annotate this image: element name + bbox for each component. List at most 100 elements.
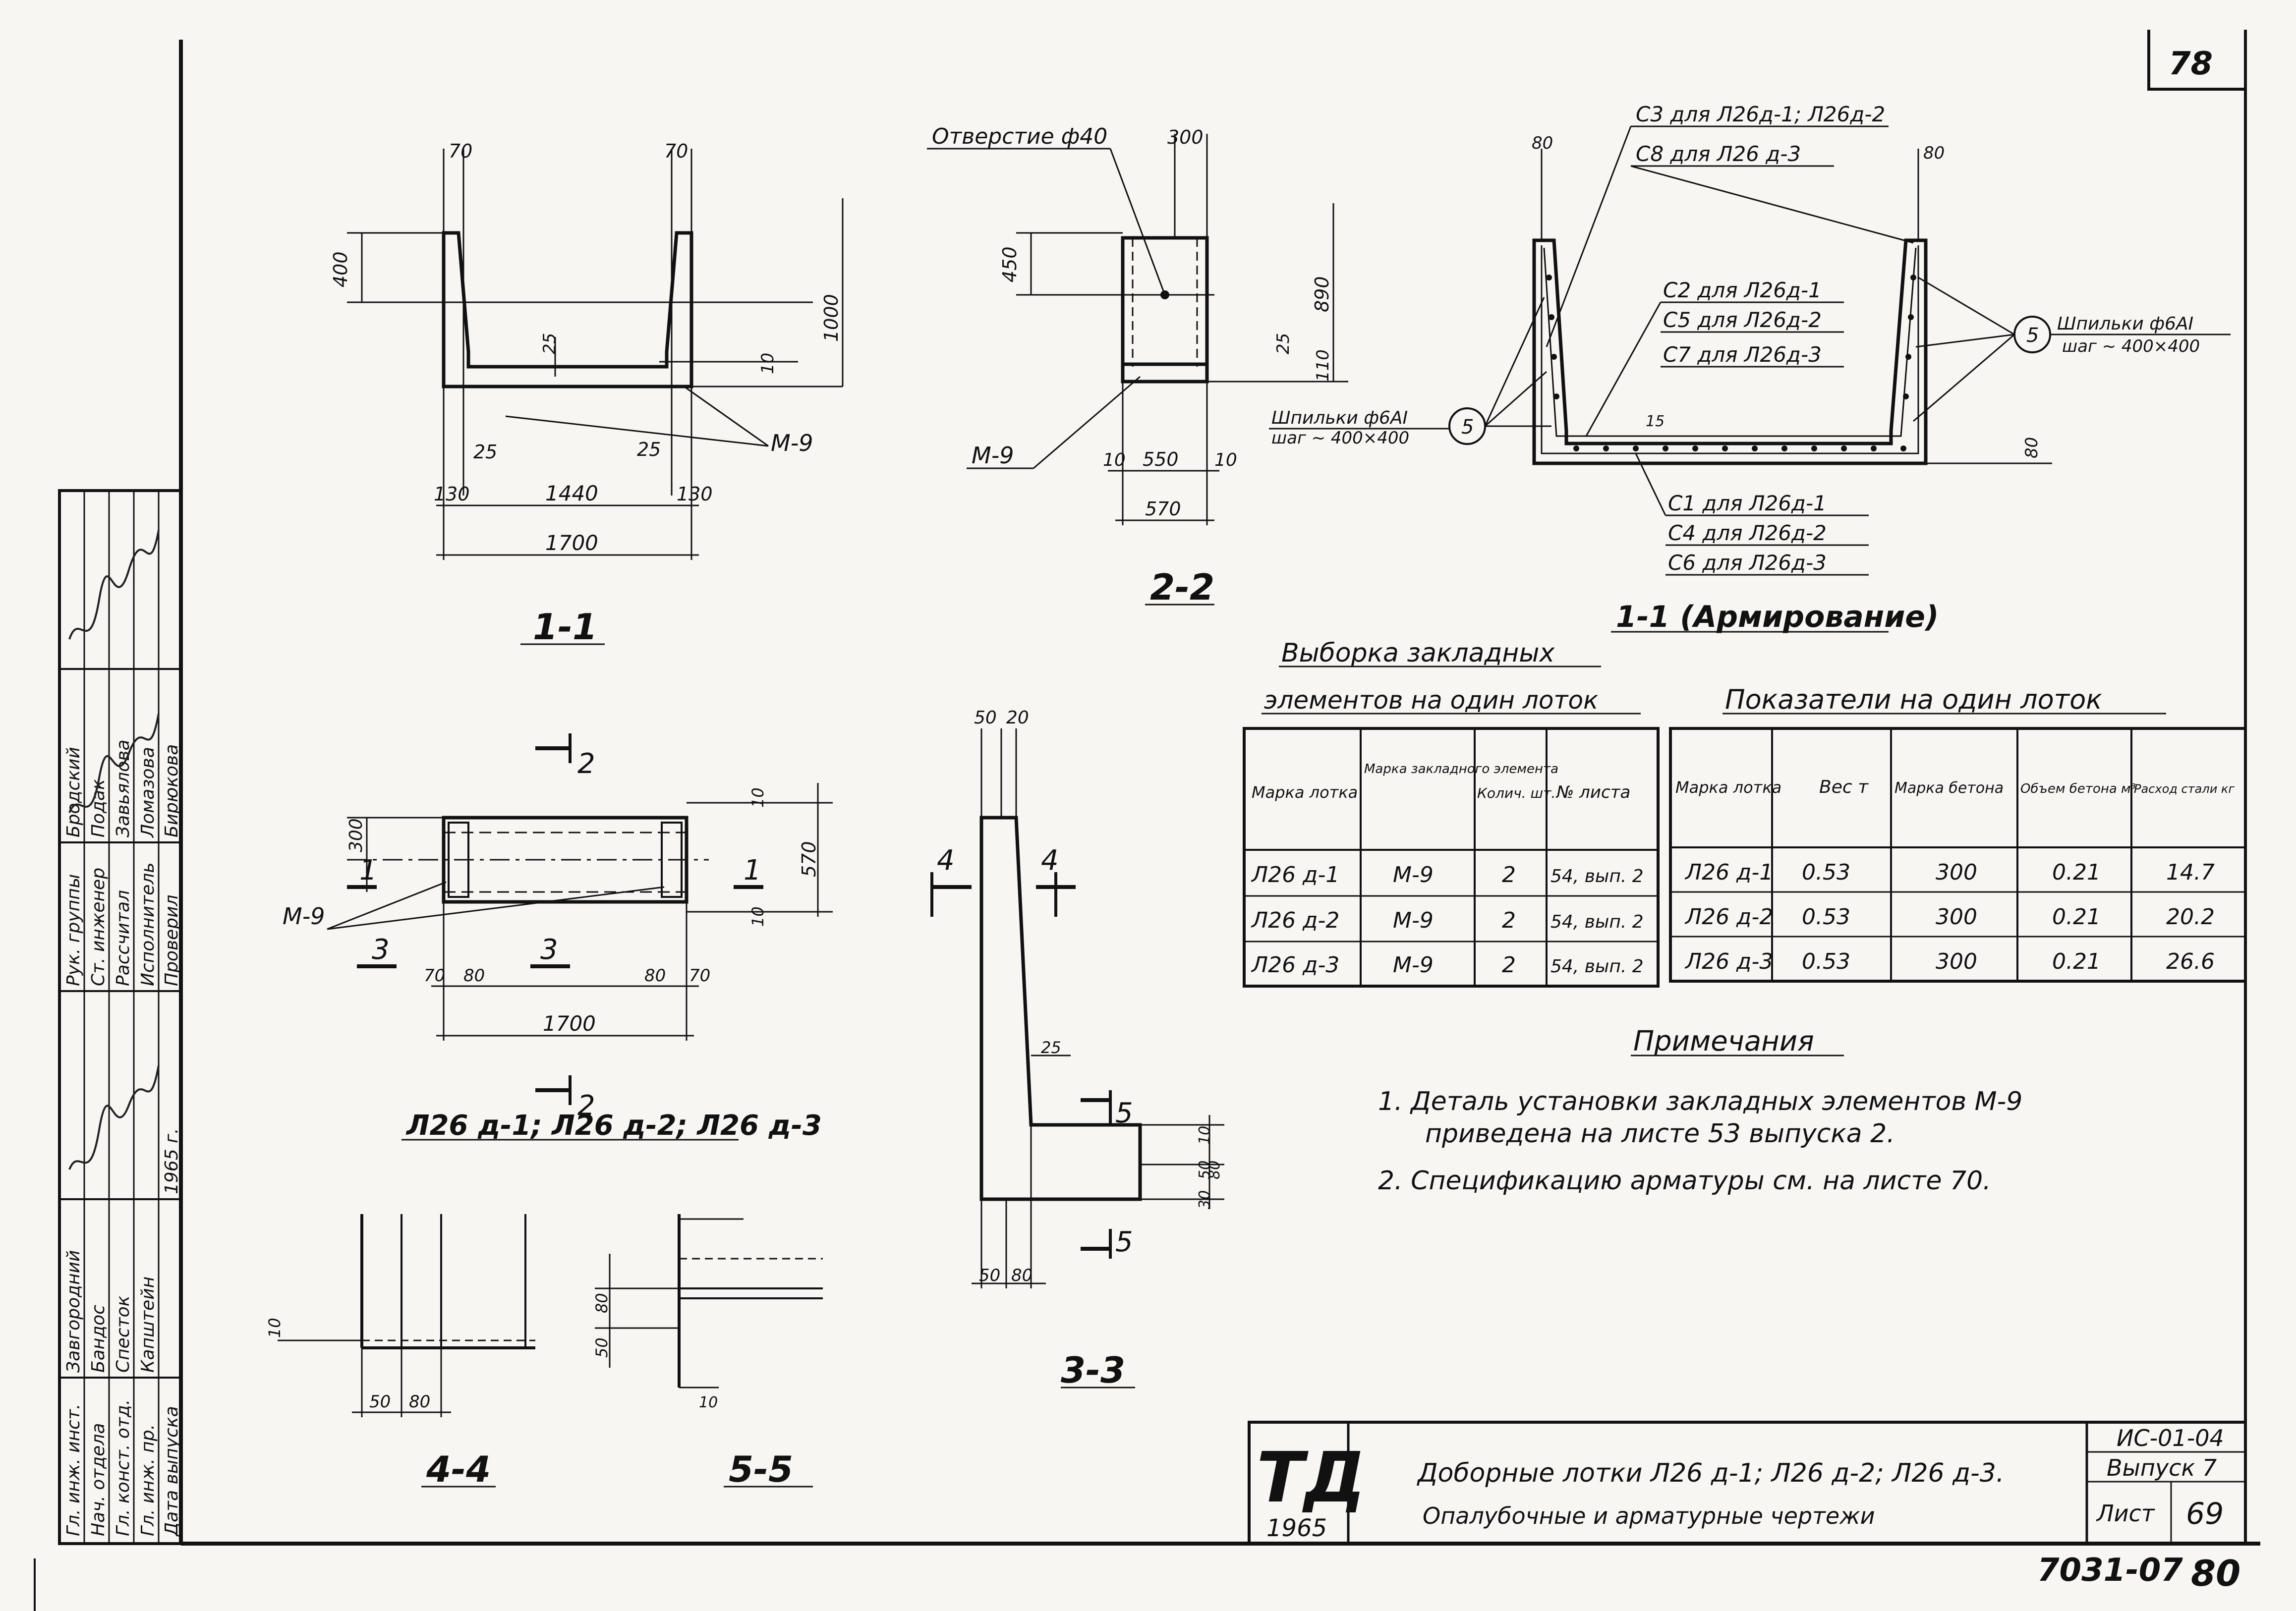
- stamp-name: Ломазова: [138, 747, 158, 838]
- dim-label: 300: [346, 818, 366, 852]
- section-4-4-labels: 10 50 80 4-4: [265, 1318, 491, 1490]
- embedded-mark: М-9: [283, 903, 325, 930]
- section-caption: 4-4: [426, 1448, 491, 1490]
- stamp-role: Нач. отдела: [88, 1423, 109, 1536]
- table-header: Марка закладного элемента: [1364, 762, 1558, 777]
- table-cell: Л26 д-3: [1684, 949, 1773, 974]
- dim-label: 10: [1214, 450, 1237, 470]
- table-header: Марка бетона: [1894, 779, 2004, 797]
- sheet-label: Лист: [2096, 1500, 2155, 1527]
- table-cell: 20.2: [2166, 904, 2215, 930]
- dim-label: 25: [637, 439, 661, 460]
- stamp-person: Спесток: [113, 1295, 133, 1373]
- table-cell: 0.21: [2052, 860, 2101, 885]
- stamp-person: Завгородний: [63, 1250, 84, 1373]
- dim-label: 1700: [545, 531, 598, 555]
- dim-label: 1000: [820, 294, 842, 342]
- rebar-label: С5 для Л26д-2: [1663, 308, 1822, 332]
- dim-label: 25: [473, 441, 497, 463]
- section-caption: 2-2: [1150, 566, 1214, 608]
- indicators-table-text: Показатели на один лоток Марка лотка Вес…: [1675, 684, 2235, 974]
- embedded-table: [1243, 666, 1660, 988]
- stamp-role2: Рук. группы: [63, 874, 84, 986]
- table-title: Показатели на один лоток: [1725, 684, 2102, 715]
- cut-mark: 3: [540, 934, 558, 966]
- table-cell: 54, вып. 2: [1550, 912, 1644, 932]
- section-3-3-labels: 50 20 25 10 50 80 30 50 80 4 4 5 5 3-3: [937, 708, 1223, 1391]
- note-line: приведена на листе 53 выпуска 2.: [1425, 1119, 1895, 1149]
- stamp-block: [58, 489, 182, 1545]
- stamp-name: Бирюкова: [162, 744, 182, 837]
- dim-label: 50: [369, 1392, 391, 1412]
- table-cell: 2: [1502, 952, 1516, 978]
- section-2-2: [927, 134, 1348, 606]
- dim-label: 70: [424, 966, 445, 986]
- hole-label: Отверстие ф40: [932, 124, 1107, 149]
- sheet-number: 69: [2186, 1497, 2224, 1531]
- pin-step: шаг ~ 400×400: [1271, 428, 1409, 448]
- rebar-label: С2 для Л26д-1: [1663, 278, 1822, 302]
- table-header: № листа: [1555, 782, 1630, 802]
- table-cell: М-9: [1393, 952, 1434, 978]
- dim-label: 10: [265, 1318, 284, 1338]
- indicators-table: [1669, 713, 2247, 983]
- pin-label: Шпильки ф6АI: [2057, 314, 2193, 334]
- table-cell: 54, вып. 2: [1550, 866, 1644, 887]
- section-5-5: [595, 1214, 823, 1488]
- dim-label: 80: [2022, 437, 2042, 458]
- table-header: Колич. шт.: [1477, 785, 1555, 801]
- table-cell: Л26 д-1: [1251, 862, 1339, 888]
- stamp-role2: Ст. инженер: [88, 868, 109, 986]
- notes-title: Примечания: [1633, 1025, 1814, 1057]
- stamp-text: Гл. инж. инст. Нач. отдела Гл. конст. от…: [63, 739, 182, 1537]
- stamp-role: Гл. конст. отд.: [113, 1399, 133, 1536]
- rebar-label: С3 для Л26д-1; Л26д-2: [1636, 102, 1885, 126]
- dim-label: 80: [463, 966, 485, 986]
- embedded-table-text: Выборка закладных элементов на один лото…: [1251, 638, 1644, 978]
- cut-mark: 4: [1041, 844, 1059, 877]
- bottom-code: 7031-07: [2037, 1552, 2183, 1589]
- logo: ТД: [1257, 1438, 1366, 1518]
- cut-mark: 2: [577, 1090, 595, 1122]
- plan-view: [327, 733, 833, 1141]
- stamp-person: 1965 г.: [162, 1128, 182, 1194]
- dim-label: 570: [798, 841, 820, 877]
- table-cell: 26.6: [2166, 949, 2215, 974]
- note-line: 2. Спецификацию арматуры см. на листе 70…: [1378, 1166, 1991, 1196]
- dim-label: 1440: [545, 481, 598, 505]
- stamp-role: Гл. инж. инст.: [63, 1404, 84, 1536]
- stamp-person: Бандос: [88, 1305, 109, 1373]
- dim-label: 570: [1145, 498, 1181, 520]
- table-cell: Л26 д-2: [1251, 908, 1339, 933]
- sheet-subtitle: Опалубочные и арматурные чертежи: [1423, 1502, 1875, 1529]
- dim-label: 70: [689, 966, 710, 986]
- table-cell: Л26 д-3: [1251, 952, 1339, 978]
- cut-mark: 1: [744, 854, 761, 887]
- dim-label: 25: [540, 333, 560, 354]
- dim-label: 400: [330, 251, 351, 287]
- dim-label: 80: [1532, 133, 1553, 153]
- table-cell: М-9: [1393, 862, 1434, 888]
- stamp-name: Завьялова: [113, 739, 133, 837]
- dim-label: 15: [1646, 413, 1665, 430]
- section-caption: 3-3: [1061, 1349, 1125, 1391]
- dim-label: 10: [748, 787, 767, 808]
- stamp-signatures: [68, 530, 160, 1170]
- dim-label: 70: [449, 140, 472, 162]
- section-1-1: [347, 149, 844, 645]
- stamp-role: Дата выпуска: [162, 1406, 182, 1537]
- dim-label: 70: [664, 140, 688, 162]
- title-block-text: ТД 1965 Доборные лотки Л26 д-1; Л26 д-2;…: [1257, 1425, 2224, 1542]
- dim-label: 550: [1143, 448, 1179, 470]
- section-caption: 5-5: [729, 1448, 793, 1490]
- table-cell: 0.53: [1802, 904, 1850, 930]
- table-cell: 0.53: [1802, 860, 1850, 885]
- dim-label: 50: [979, 1266, 1000, 1285]
- page-number-top: 78: [2169, 46, 2213, 82]
- stamp-name: Бродский: [63, 747, 84, 837]
- dim-label: 450: [999, 246, 1021, 282]
- issue-label: Выпуск 7: [2107, 1454, 2217, 1481]
- doc-code: ИС-01-04: [2117, 1425, 2224, 1451]
- section-2-2-labels: Отверстие ф40 300 450 890 25 110 10 550 …: [932, 124, 1333, 608]
